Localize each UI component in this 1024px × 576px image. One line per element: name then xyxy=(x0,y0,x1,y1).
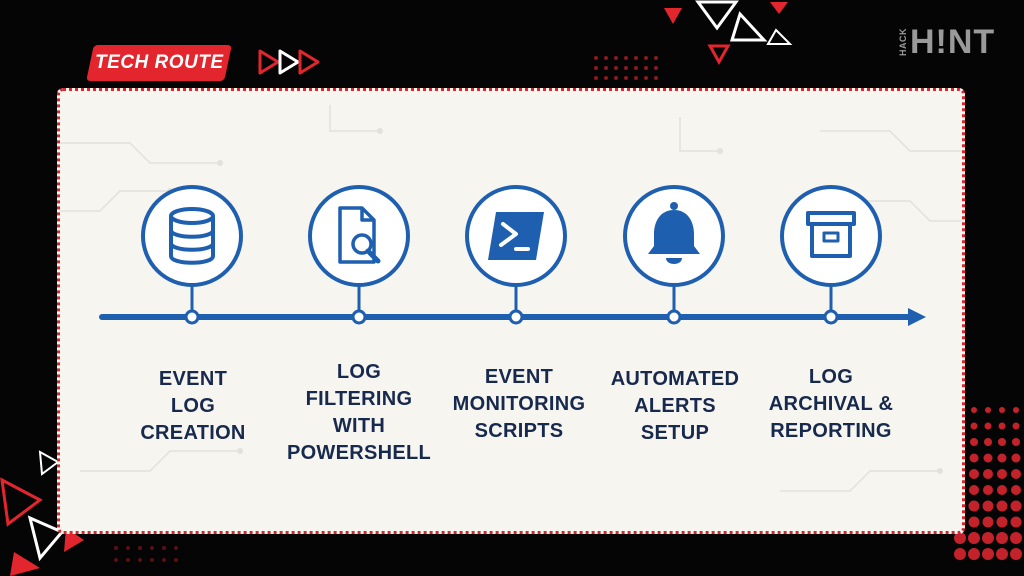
logo-main-text: H!NT xyxy=(910,22,996,61)
step-connector-dot xyxy=(184,309,200,325)
step-label-5: LOG ARCHIVAL & REPORTING xyxy=(768,366,894,442)
bell-icon xyxy=(648,202,700,264)
step-connector-dot xyxy=(823,309,839,325)
circuit-background-pattern xyxy=(60,105,962,492)
step-label-3: EVENT MONITORING SCRIPTS xyxy=(452,366,586,442)
roadmap-panel xyxy=(57,88,965,534)
database-icon xyxy=(169,207,215,265)
hack-hint-logo: HACK H!NT xyxy=(898,18,998,66)
step-node-4 xyxy=(623,185,725,325)
step-node-3 xyxy=(465,185,567,325)
chevron-arrows-icon xyxy=(258,49,320,75)
step-node-2 xyxy=(308,185,410,325)
timeline-axis xyxy=(99,308,926,326)
step-label-2: LOG FILTERING WITH POWERSHELL xyxy=(286,361,432,464)
step-connector-dot xyxy=(508,309,524,325)
archive-box-icon xyxy=(806,211,856,258)
triangle-decoration-top xyxy=(664,0,793,66)
step-label-1: EVENT LOG CREATION xyxy=(140,368,246,444)
halftone-decoration-top xyxy=(594,56,658,80)
step-node-1 xyxy=(141,185,243,325)
halftone-decoration-bottom xyxy=(114,546,178,562)
step-node-5 xyxy=(780,185,882,325)
timeline-arrowhead-icon xyxy=(908,308,926,326)
step-connector-dot xyxy=(351,309,367,325)
document-search-icon xyxy=(338,206,381,264)
step-label-4: AUTOMATED ALERTS SETUP xyxy=(610,368,740,444)
step-connector-dot xyxy=(666,309,682,325)
powershell-icon xyxy=(488,212,544,260)
